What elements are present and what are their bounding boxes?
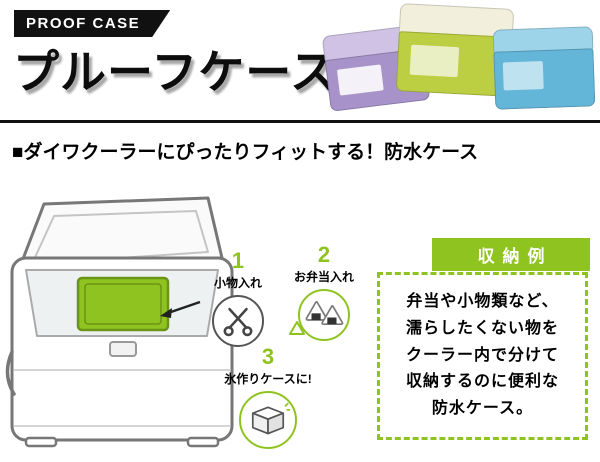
product-photo-blue-case bbox=[492, 26, 596, 110]
storage-text-line: 収納するのに便利な bbox=[405, 373, 559, 391]
proof-case-in-cooler bbox=[76, 276, 170, 332]
callout-3-number: 3 bbox=[261, 344, 275, 369]
callout-bento: 2 お弁当入れ bbox=[284, 244, 364, 341]
cooler-illustration bbox=[5, 196, 234, 448]
callout-2-circle bbox=[298, 289, 350, 341]
callout-3-circle bbox=[239, 391, 297, 449]
product-photos bbox=[321, 3, 596, 116]
storage-text-line: クーラー内で分けて bbox=[405, 346, 559, 364]
brand-badge-label: PROOF CASE bbox=[26, 15, 141, 32]
storage-example-badge: 収納例 bbox=[432, 238, 590, 271]
callout-1-label: 小物入れ bbox=[213, 276, 262, 290]
blue-case-body bbox=[493, 48, 596, 110]
storage-example-box: 弁当や小物類など、 濡らしたくない物を クーラー内で分けて 収納するのに便利な … bbox=[377, 272, 588, 440]
cooler-handle bbox=[5, 350, 16, 396]
callout-1-circle bbox=[212, 295, 264, 347]
storage-text-line: 弁当や小物類など、 bbox=[406, 292, 559, 310]
page-title: プルーフケース bbox=[13, 46, 337, 98]
header-divider bbox=[0, 120, 600, 123]
callout-1-number: 1 bbox=[231, 248, 245, 273]
callout-2-number: 2 bbox=[317, 242, 331, 267]
brand-badge: PROOF CASE bbox=[14, 10, 170, 37]
callout-3-label: 氷作りケースに! bbox=[224, 372, 312, 386]
callout-ice-case: 3 氷作りケースに! bbox=[216, 346, 320, 449]
onigiri-icon bbox=[305, 300, 344, 325]
ice-case-icon bbox=[251, 402, 290, 435]
storage-text-line: 濡らしたくない物を bbox=[405, 319, 559, 337]
purple-case-label bbox=[336, 64, 384, 96]
blue-case-label bbox=[502, 61, 544, 91]
storage-text-line: 防水ケース。 bbox=[431, 400, 534, 418]
scissors-icon bbox=[223, 307, 253, 337]
callout-2-label: お弁当入れ bbox=[293, 270, 354, 284]
pointer-arrow bbox=[160, 300, 201, 318]
section-heading: ■ダイワクーラーにぴったりフィットする！防水ケース bbox=[12, 142, 479, 163]
callout-small-items: 1 小物入れ bbox=[198, 250, 278, 347]
green-case-label bbox=[409, 44, 460, 78]
